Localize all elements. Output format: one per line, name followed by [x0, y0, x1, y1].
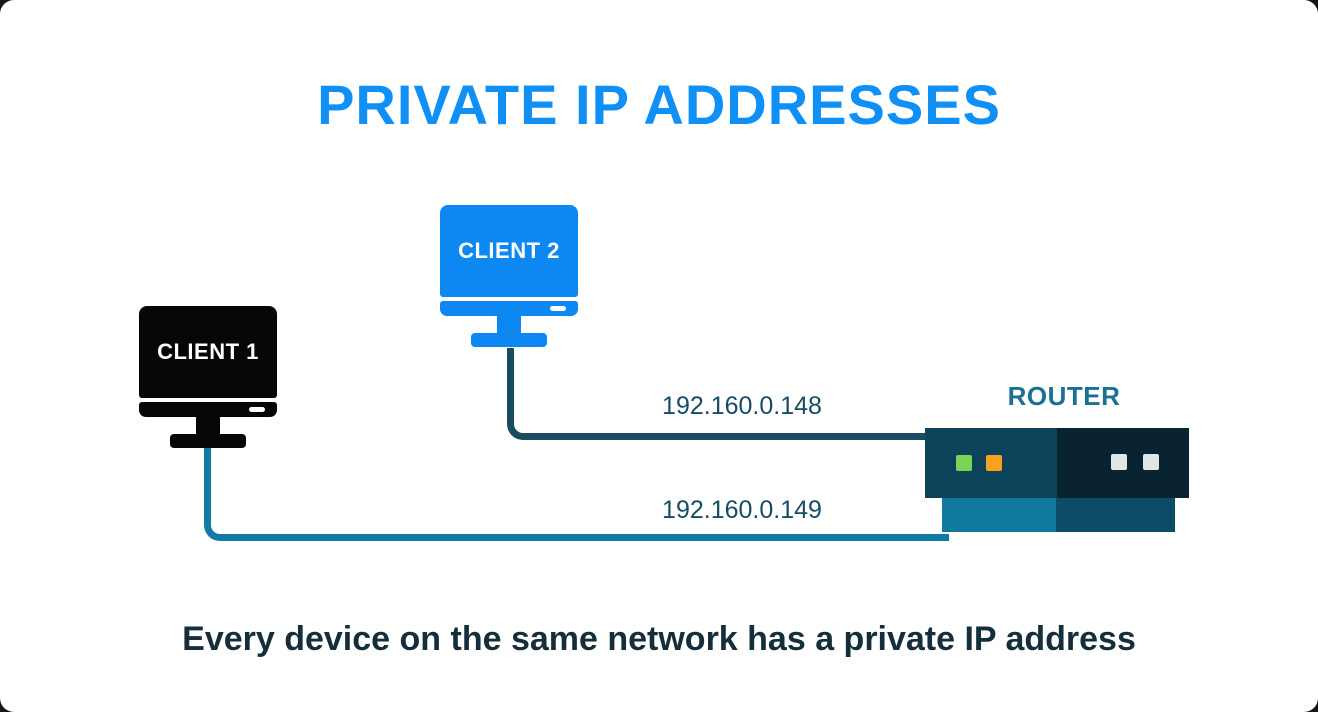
client2-router-cable — [507, 348, 932, 440]
client2-bezel — [440, 301, 578, 316]
client1-stand-neck — [196, 417, 220, 436]
router-front-panel-right — [1057, 428, 1189, 498]
client1-screen: CLIENT 1 — [139, 306, 277, 398]
ip-label-client2: 192.160.0.148 — [662, 392, 822, 420]
led-orange-icon — [986, 455, 1002, 471]
router-base-right — [1056, 498, 1175, 532]
client1-bezel — [139, 402, 277, 417]
router-device — [925, 428, 1189, 498]
caption-text: Every device on the same network has a p… — [182, 620, 1136, 658]
client1-router-cable — [204, 448, 949, 541]
client2-power-indicator — [550, 306, 566, 311]
client1-power-indicator — [249, 407, 265, 412]
port-light-2-icon — [1143, 454, 1159, 470]
client2-screen: CLIENT 2 — [440, 205, 578, 297]
router-base — [942, 498, 1175, 532]
router-front-panel-left — [925, 428, 1057, 498]
client2-stand-neck — [497, 316, 521, 335]
client1-stand-base — [170, 434, 246, 448]
client2-stand-base — [471, 333, 547, 347]
led-green-icon — [956, 455, 972, 471]
port-light-1-icon — [1111, 454, 1127, 470]
client2-device: CLIENT 2 — [440, 205, 578, 347]
router-label: ROUTER — [1007, 381, 1121, 411]
ip-label-client1: 192.160.0.149 — [662, 496, 822, 524]
client2-label: CLIENT 2 — [458, 238, 560, 263]
client1-label: CLIENT 1 — [157, 339, 259, 364]
router-base-left — [942, 498, 1056, 532]
client1-device: CLIENT 1 — [139, 306, 277, 448]
page-title: PRIVATE IP ADDRESSES — [317, 73, 1001, 136]
